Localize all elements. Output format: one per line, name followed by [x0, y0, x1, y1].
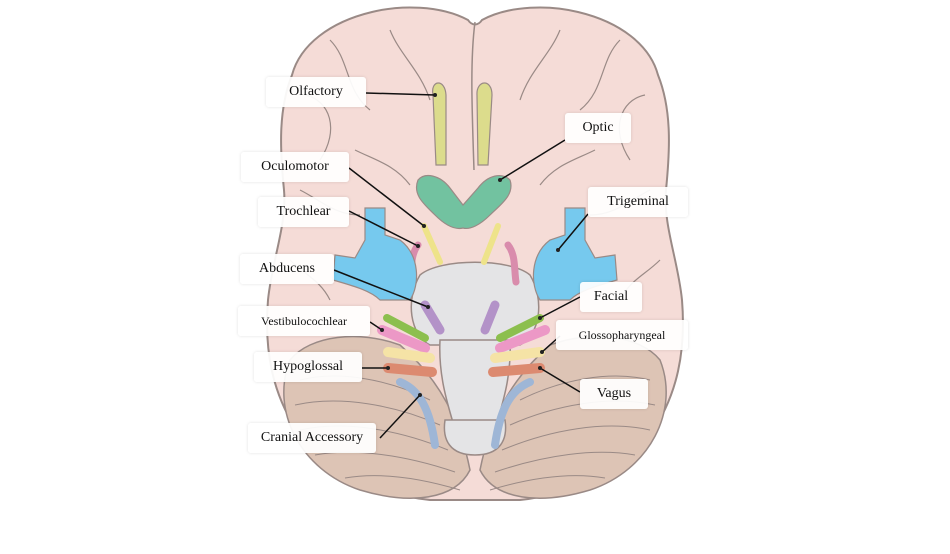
- label-facial-text: Facial: [594, 289, 628, 305]
- label-cranial-accessory-text: Cranial Accessory: [261, 430, 363, 446]
- label-glossopharyngeal: Glossopharyngeal: [556, 320, 688, 350]
- label-hypoglossal-text: Hypoglossal: [273, 359, 343, 375]
- label-vestibulocochlear: Vestibulocochlear: [238, 306, 370, 336]
- label-optic-text: Optic: [582, 120, 613, 136]
- label-trochlear-text: Trochlear: [277, 204, 331, 220]
- label-olfactory: Olfactory: [266, 77, 366, 107]
- label-trochlear: Trochlear: [258, 197, 349, 227]
- label-abducens-text: Abducens: [259, 261, 315, 277]
- label-vestibulocochlear-text: Vestibulocochlear: [261, 314, 347, 329]
- label-trigeminal: Trigeminal: [588, 187, 688, 217]
- label-vagus-text: Vagus: [597, 386, 631, 402]
- label-trigeminal-text: Trigeminal: [607, 194, 669, 210]
- label-glossopharyngeal-text: Glossopharyngeal: [579, 328, 666, 343]
- label-olfactory-text: Olfactory: [289, 84, 343, 100]
- label-oculomotor: Oculomotor: [241, 152, 349, 182]
- label-cranial-accessory: Cranial Accessory: [248, 423, 376, 453]
- label-facial: Facial: [580, 282, 642, 312]
- label-optic: Optic: [565, 113, 631, 143]
- label-abducens: Abducens: [240, 254, 334, 284]
- label-oculomotor-text: Oculomotor: [261, 159, 329, 175]
- label-vagus: Vagus: [580, 379, 648, 409]
- label-hypoglossal: Hypoglossal: [254, 352, 362, 382]
